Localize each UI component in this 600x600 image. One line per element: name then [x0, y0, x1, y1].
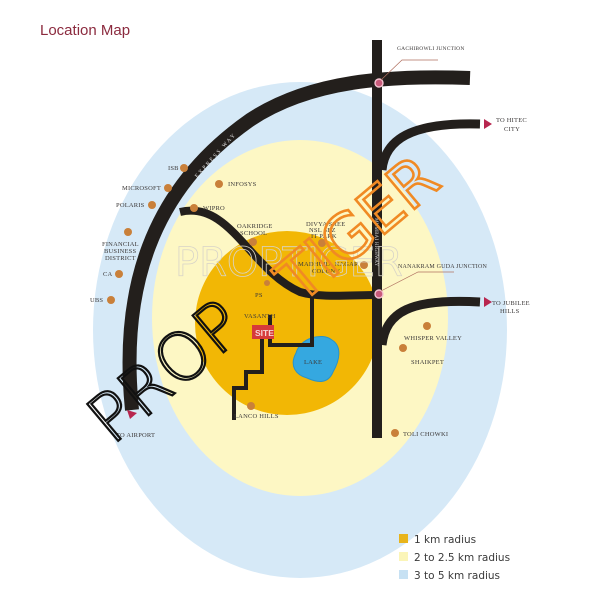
hitec-label-2: CITY: [504, 126, 520, 133]
label-oakridge-1: OAKRIDGE: [237, 223, 273, 230]
legend: 1 km radius 2 to 2.5 km radius 3 to 5 km…: [399, 534, 510, 582]
gachibowli-leader: [380, 59, 438, 81]
gachibowli-junction-marker[interactable]: [374, 78, 384, 88]
poi-divyasree: [318, 239, 326, 247]
legend-label-2-5km: 2 to 2.5 km radius: [414, 552, 510, 564]
lake: [292, 336, 340, 382]
legend-label-1km: 1 km radius: [414, 534, 476, 546]
poi-lanco: [247, 402, 255, 410]
poi-fbd: [124, 228, 132, 236]
label-divyasree-3: IT PARK: [311, 233, 337, 240]
label-ubs: UBS: [90, 297, 103, 304]
road-inner: [179, 206, 378, 300]
highway-label: MUMBAI HIGHWAY: [373, 218, 378, 267]
page-title: Location Map: [40, 22, 131, 39]
arrow-airport-icon[interactable]: [127, 410, 137, 419]
jubilee-label-2: HILLS: [500, 308, 520, 315]
poi-ps: [264, 280, 270, 286]
poi-oakridge: [249, 238, 257, 246]
road-to-jubilee: [377, 296, 481, 346]
poi-polaris: [148, 201, 156, 209]
label-tolichowki: TOLI CHOWKI: [403, 431, 448, 438]
poi-isb: [180, 164, 188, 172]
poi-whisper: [423, 322, 431, 330]
lake-label: LAKE: [304, 359, 322, 366]
poi-ubs: [107, 296, 115, 304]
legend-swatch-1km: [399, 534, 408, 543]
gachibowli-label: GACHIBOWLI JUNCTION: [397, 46, 465, 52]
site-label: SITE: [255, 328, 274, 338]
poi-tolichowki: [391, 429, 399, 437]
airport-label: TO AIRPORT: [116, 432, 155, 439]
poi-dots: [107, 164, 431, 437]
roads: [122, 40, 481, 438]
nanakramguda-leader: [380, 271, 454, 292]
label-microsoft: MICROSOFT: [122, 185, 161, 192]
expressway: [122, 70, 471, 411]
legend-swatch-2-5km: [399, 552, 408, 561]
label-shaikpet: SHAIKPET: [411, 359, 444, 366]
poi-microsoft: [164, 184, 172, 192]
road-to-hitec: [377, 119, 481, 171]
label-lanco: LANCO HILLS: [234, 413, 279, 420]
poi-wipro: [190, 204, 198, 212]
label-fbd-3: DISTRICT: [105, 255, 136, 262]
nanakramguda-label: NANAKRAM GUDA JUNCTION: [398, 264, 488, 270]
label-ca: CA: [103, 271, 113, 278]
poi-madhura: [360, 261, 368, 269]
site-stair-road: [232, 330, 264, 420]
nanakramguda-junction-marker[interactable]: [374, 289, 384, 299]
poi-infosys: [215, 180, 223, 188]
arrow-hitec-icon[interactable]: [484, 119, 492, 129]
label-divyasree-2: NSL SEZ: [309, 227, 336, 234]
label-fbd-1: FINANCIAL: [102, 241, 139, 248]
jubilee-label-1: TO JUBILEE: [492, 300, 530, 307]
label-ps: PS: [255, 292, 263, 299]
label-oakridge-2: SCHOOL: [240, 230, 267, 237]
legend-swatch-5km: [399, 570, 408, 579]
label-madhura-2: COLONY: [312, 268, 340, 275]
site-marker[interactable]: [252, 325, 274, 339]
label-madhura-1: MADHURA NAGAR: [298, 261, 359, 268]
label-fbd-2: BUSINESS: [104, 248, 136, 255]
hitec-label-1: TO HITEC: [496, 117, 527, 124]
label-isb: ISB: [168, 165, 179, 172]
poi-shaikpet: [399, 344, 407, 352]
legend-label-5km: 3 to 5 km radius: [414, 570, 500, 582]
label-vasanth: VASANTH: [244, 313, 276, 320]
watermark-faint: PROPTIGER: [175, 240, 403, 286]
label-polaris: POLARIS: [116, 202, 145, 209]
label-infosys: INFOSYS: [228, 181, 257, 188]
poi-ca: [115, 270, 123, 278]
label-wipro: WIPRO: [203, 205, 225, 212]
label-divyasree-1: DIVYA SREE: [306, 221, 345, 228]
label-whisper: WHISPER VALLEY: [404, 335, 462, 342]
arrow-jubilee-icon[interactable]: [484, 297, 492, 307]
